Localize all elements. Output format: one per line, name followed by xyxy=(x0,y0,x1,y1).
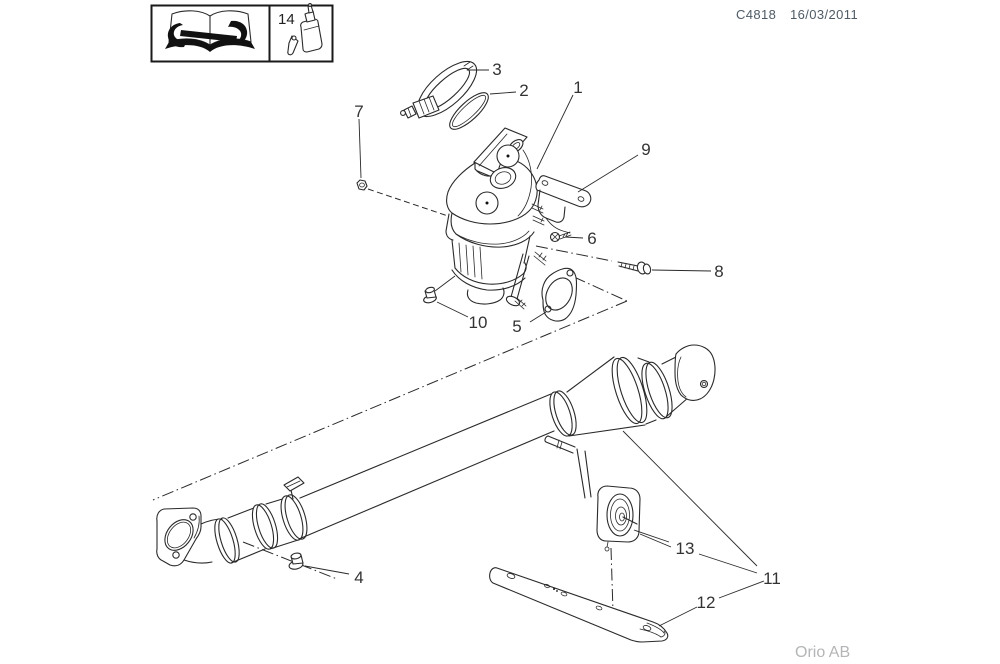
callout-9: 9 xyxy=(641,140,650,159)
callout-10: 10 xyxy=(469,313,488,332)
front-pipe-flange xyxy=(156,507,202,567)
glue-bottle-icon xyxy=(287,3,323,56)
flex-section xyxy=(183,494,308,564)
mounting-plate-part-12 xyxy=(489,567,669,643)
bracket-part-9 xyxy=(535,175,592,234)
callout-11: 11 xyxy=(763,569,781,588)
rear-catalyst xyxy=(549,354,690,437)
callout-1: 1 xyxy=(573,78,582,97)
leader-lines xyxy=(304,69,765,627)
outlet-flange xyxy=(674,344,716,401)
callout-6: 6 xyxy=(587,229,596,248)
callout-2: 2 xyxy=(519,81,528,100)
callout-labels: 1 2 3 4 5 6 7 8 9 10 11 12 13 xyxy=(354,60,781,612)
hanger-rod xyxy=(544,435,592,499)
legend-sealant-box: 14 xyxy=(268,3,334,63)
drawing-code: C4818 xyxy=(736,7,776,22)
callout-7: 7 xyxy=(354,102,363,121)
callout-3: 3 xyxy=(492,60,501,79)
callout-12: 12 xyxy=(697,593,716,612)
screw-part-8 xyxy=(617,261,652,275)
callout-5: 5 xyxy=(512,317,521,336)
nut-part-7 xyxy=(356,179,368,191)
rubber-hanger-part-13 xyxy=(596,485,641,552)
legend-manual-box xyxy=(150,4,271,63)
publisher-credit: Orio AB xyxy=(795,644,850,661)
callout-4: 4 xyxy=(354,568,363,587)
flange-gasket-part-5 xyxy=(541,267,578,322)
clamp-part-3 xyxy=(400,60,478,119)
callout-8: 8 xyxy=(714,262,723,281)
open-book-wrench-icon xyxy=(165,10,255,52)
catalytic-converter-part-1 xyxy=(445,127,547,310)
nut-part-4 xyxy=(288,552,304,570)
drawing-date: 16/03/2011 xyxy=(790,7,858,22)
callout-13: 13 xyxy=(676,539,695,558)
sealant-box-number: 14 xyxy=(278,11,295,28)
exhaust-pipe xyxy=(283,393,555,540)
nut-part-10 xyxy=(423,286,437,304)
seal-ring-part-2 xyxy=(449,92,489,130)
